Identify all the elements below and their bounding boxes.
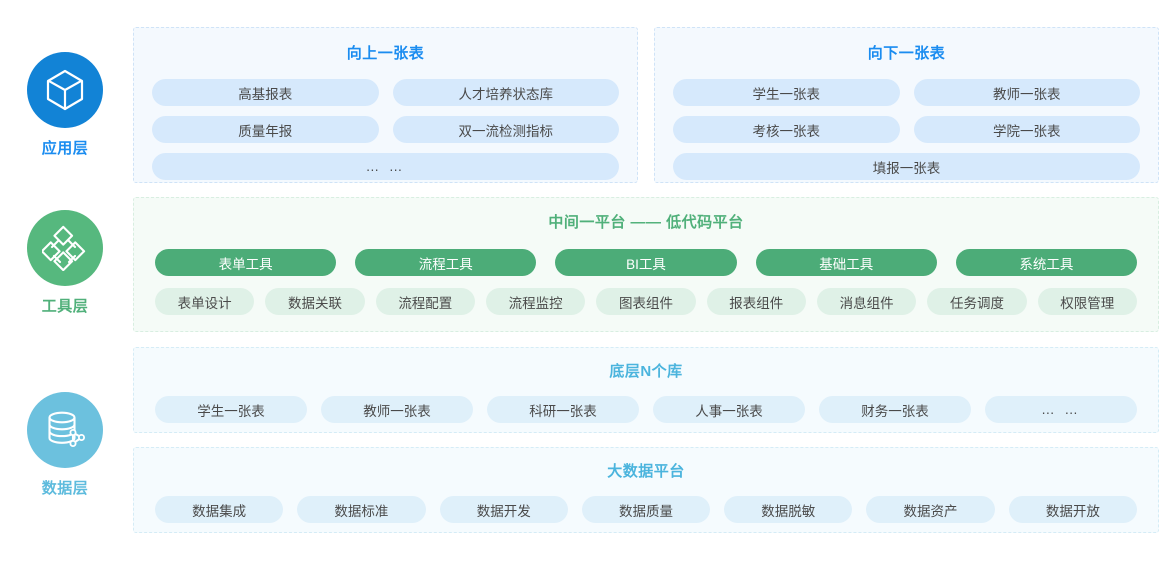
base-library-row: 学生一张表 教师一张表 科研一张表 人事一张表 财务一张表 … … xyxy=(155,396,1137,423)
panel-upward-table: 向上一张表 高基报表 人才培养状态库 质量年报 双一流检测指标 … … xyxy=(133,27,638,183)
base-lib-teacher[interactable]: 教师一张表 xyxy=(321,396,473,423)
component-chip-report[interactable]: 报表组件 xyxy=(706,288,806,315)
panel-title-upward-table: 向上一张表 xyxy=(346,45,425,62)
big-data-chip-standard[interactable]: 数据标准 xyxy=(297,496,426,523)
component-chip-process-config[interactable]: 流程配置 xyxy=(375,288,475,315)
layer-badge-application: 应用层 xyxy=(0,52,130,158)
component-chip-permission[interactable]: 权限管理 xyxy=(1037,288,1137,315)
component-chip-row: 表单设计 数据关联 流程配置 流程监控 图表组件 报表组件 消息组件 任务调度 … xyxy=(155,288,1137,315)
layer-label-tool: 工具层 xyxy=(41,298,89,315)
tool-pill-row: 表单工具 流程工具 BI工具 基础工具 系统工具 xyxy=(155,249,1138,276)
pill-zhiliang-nianbao[interactable]: 质量年报 xyxy=(152,116,379,143)
panel-middle-platform: 中间一平台 —— 低代码平台 表单工具 流程工具 BI工具 基础工具 系统工具 … xyxy=(133,197,1159,332)
layer-badge-data: 数据层 xyxy=(0,392,130,498)
pill-tianbao-yizhangbiao[interactable]: 填报一张表 xyxy=(673,153,1140,180)
tool-layer-icon-circle xyxy=(27,210,103,286)
component-chip-message[interactable]: 消息组件 xyxy=(816,288,917,315)
cube-hexagon-icon xyxy=(43,67,87,113)
component-chip-chart[interactable]: 图表组件 xyxy=(596,288,696,315)
base-lib-hr[interactable]: 人事一张表 xyxy=(653,396,805,423)
layer-label-data: 数据层 xyxy=(41,480,89,497)
component-chip-task-schedule[interactable]: 任务调度 xyxy=(927,288,1027,315)
pill-xueyuan-yizhangbiao[interactable]: 学院一张表 xyxy=(913,116,1140,143)
big-data-chip-row: 数据集成 数据标准 数据开发 数据质量 数据脱敏 数据资产 数据开放 xyxy=(155,496,1137,523)
tool-pill-process[interactable]: 流程工具 xyxy=(355,249,537,276)
upward-row-3: … … xyxy=(152,153,619,180)
component-chip-data-relation[interactable]: 数据关联 xyxy=(265,288,365,315)
tool-pill-base[interactable]: 基础工具 xyxy=(755,249,937,276)
tool-pill-system[interactable]: 系统工具 xyxy=(955,249,1138,276)
panel-big-data-platform: 大数据平台 数据集成 数据标准 数据开发 数据质量 数据脱敏 数据资产 数据开放 xyxy=(133,447,1159,533)
panel-title-downward-table: 向下一张表 xyxy=(867,45,946,62)
downward-row-2: 考核一张表 学院一张表 xyxy=(673,116,1140,143)
layer-label-application: 应用层 xyxy=(41,140,89,157)
pill-shuangyiliu-zhibiao[interactable]: 双一流检测指标 xyxy=(392,116,619,143)
base-lib-research[interactable]: 科研一张表 xyxy=(487,396,639,423)
tool-pill-bi[interactable]: BI工具 xyxy=(555,249,737,276)
pill-xuesheng-yizhangbiao[interactable]: 学生一张表 xyxy=(673,79,900,106)
big-data-chip-masking[interactable]: 数据脱敏 xyxy=(724,496,853,523)
big-data-chip-quality[interactable]: 数据质量 xyxy=(581,496,711,523)
pill-jiaoshi-yizhangbiao[interactable]: 教师一张表 xyxy=(913,79,1140,106)
big-data-chip-integration[interactable]: 数据集成 xyxy=(155,496,284,523)
base-lib-finance[interactable]: 财务一张表 xyxy=(819,396,971,423)
downward-row-1: 学生一张表 教师一张表 xyxy=(673,79,1140,106)
database-nodes-icon xyxy=(42,407,88,453)
panel-title-big-data-platform: 大数据平台 xyxy=(607,463,685,480)
big-data-chip-assets[interactable]: 数据资产 xyxy=(866,496,995,523)
data-layer-icon-circle xyxy=(27,392,103,468)
pill-kaohe-yizhangbiao[interactable]: 考核一张表 xyxy=(673,116,900,143)
pill-gaoji-baobiao[interactable]: 高基报表 xyxy=(152,79,379,106)
big-data-chip-open[interactable]: 数据开放 xyxy=(1008,496,1137,523)
component-chip-process-monitor[interactable]: 流程监控 xyxy=(485,288,586,315)
panel-title-middle-platform: 中间一平台 —— 低代码平台 xyxy=(548,214,744,231)
big-data-chip-development[interactable]: 数据开发 xyxy=(439,496,568,523)
pill-rencai-peiyang[interactable]: 人才培养状态库 xyxy=(392,79,619,106)
base-lib-student[interactable]: 学生一张表 xyxy=(155,396,307,423)
application-layer-icon-circle xyxy=(27,52,103,128)
downward-row-3: 填报一张表 xyxy=(673,153,1140,180)
tool-pill-form[interactable]: 表单工具 xyxy=(155,249,337,276)
base-lib-more[interactable]: … … xyxy=(985,396,1137,423)
upward-row-2: 质量年报 双一流检测指标 xyxy=(152,116,619,143)
layer-badge-tool: 工具层 xyxy=(0,210,130,316)
node-network-icon xyxy=(42,225,88,271)
panel-base-libraries: 底层N个库 学生一张表 教师一张表 科研一张表 人事一张表 财务一张表 … … xyxy=(133,347,1159,433)
panel-downward-table: 向下一张表 学生一张表 教师一张表 考核一张表 学院一张表 填报一张表 xyxy=(654,27,1159,183)
panel-title-base-libraries: 底层N个库 xyxy=(609,363,683,380)
pill-upward-more[interactable]: … … xyxy=(152,153,619,180)
component-chip-form-design[interactable]: 表单设计 xyxy=(155,288,255,315)
upward-row-1: 高基报表 人才培养状态库 xyxy=(152,79,619,106)
layer-rail: 应用层 工具层 xyxy=(0,0,130,563)
